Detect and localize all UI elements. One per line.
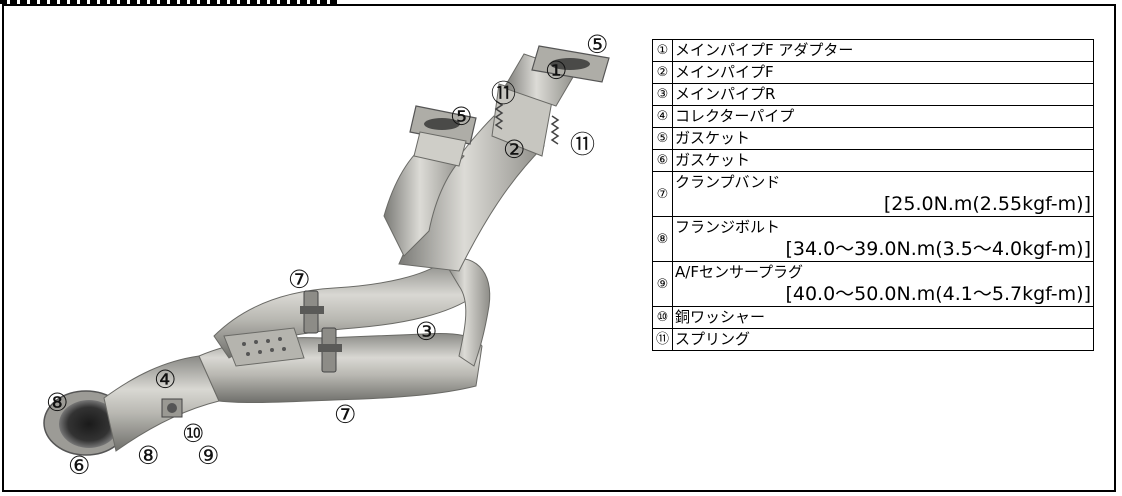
callout-5-top: ⑤	[586, 30, 609, 59]
callout-7-lower: ⑦	[334, 400, 357, 429]
part-cell: A/Fセンサープラグ [40.0～50.0N.m(4.1～5.7kgf-m)]	[672, 261, 1094, 307]
part-number: ⑥	[652, 149, 673, 172]
callout-9: ⑨	[197, 441, 220, 470]
table-row: ② メインパイプF	[652, 61, 1094, 84]
part-name: メインパイプF アダプター	[672, 39, 1094, 62]
part-name: メインパイプF	[672, 61, 1094, 84]
part-torque: [25.0N.m(2.55kgf-m)]	[883, 193, 1091, 215]
table-row: ⑪ スプリング	[652, 328, 1094, 351]
pipe-bend	[443, 257, 491, 367]
callout-5-middle: ⑤	[450, 102, 473, 131]
part-number: ⑩	[652, 306, 673, 329]
collector-mouth	[59, 400, 119, 448]
table-row: ⑨ A/Fセンサープラグ [40.0～50.0N.m(4.1～5.7kgf-m)…	[652, 261, 1094, 307]
upper-pipe-2	[383, 140, 465, 257]
part-number: ⑦	[652, 171, 673, 217]
callout-1: ①	[545, 56, 568, 85]
spring-right	[550, 115, 560, 145]
callout-8-bottom: ⑧	[137, 441, 160, 470]
callout-11-right: ⑪	[570, 130, 596, 159]
part-name: 銅ワッシャー	[672, 306, 1094, 329]
table-row: ③ メインパイプR	[652, 83, 1094, 106]
part-number: ⑤	[652, 127, 673, 150]
callout-6: ⑥	[68, 451, 91, 480]
part-number: ①	[652, 39, 673, 62]
callout-10: ⑩	[182, 419, 205, 448]
part-name: ガスケット	[672, 149, 1094, 172]
part-name: コレクターパイプ	[672, 105, 1094, 128]
table-row: ① メインパイプF アダプター	[652, 39, 1094, 62]
part-number: ④	[652, 105, 673, 128]
part-name: A/Fセンサープラグ	[675, 263, 804, 281]
exhaust-pipe-illustration	[43, 45, 610, 456]
callout-11-left: ⑪	[491, 79, 517, 108]
part-name: メインパイプR	[672, 83, 1094, 106]
part-torque: [40.0～50.0N.m(4.1～5.7kgf-m)]	[785, 283, 1091, 305]
part-number: ⑪	[652, 328, 673, 351]
part-cell: フランジボルト [34.0～39.0N.m(3.5～4.0kgf-m)]	[672, 216, 1094, 262]
spring-left	[494, 100, 504, 130]
part-number: ⑧	[652, 216, 673, 262]
part-cell: クランプバンド [25.0N.m(2.55kgf-m)]	[672, 171, 1094, 217]
callout-3: ③	[415, 317, 438, 346]
parts-table: ① メインパイプF アダプター ② メインパイプF ③ メインパイプR ④ コレ…	[652, 39, 1094, 351]
callout-7-upper: ⑦	[288, 265, 311, 294]
heat-plate	[223, 327, 305, 367]
table-row: ⑥ ガスケット	[652, 149, 1094, 172]
part-number: ③	[652, 83, 673, 106]
diagram-frame: ⑤ ① ⑪ ⑤ ② ⑪ ⑦ ③ ④ ⑧ ⑦ ⑩ ⑨ ⑥ ⑧ ① メインパイプF …	[2, 4, 1116, 492]
table-row: ⑩ 銅ワッシャー	[652, 306, 1094, 329]
part-name: スプリング	[672, 328, 1094, 351]
part-name: クランプバンド	[675, 173, 781, 191]
part-name: ガスケット	[672, 127, 1094, 150]
part-name: フランジボルト	[675, 218, 781, 236]
callout-4: ④	[154, 365, 177, 394]
part-number: ②	[652, 61, 673, 84]
table-row: ④ コレクターパイプ	[652, 105, 1094, 128]
part-number: ⑨	[652, 261, 673, 307]
table-row: ⑦ クランプバンド [25.0N.m(2.55kgf-m)]	[652, 171, 1094, 217]
table-row: ⑤ ガスケット	[652, 127, 1094, 150]
part-torque: [34.0～39.0N.m(3.5～4.0kgf-m)]	[785, 238, 1091, 260]
callout-8-left: ⑧	[46, 388, 69, 417]
callout-2: ②	[503, 135, 526, 164]
header-strip	[0, 0, 340, 4]
table-row: ⑧ フランジボルト [34.0～39.0N.m(3.5～4.0kgf-m)]	[652, 216, 1094, 262]
